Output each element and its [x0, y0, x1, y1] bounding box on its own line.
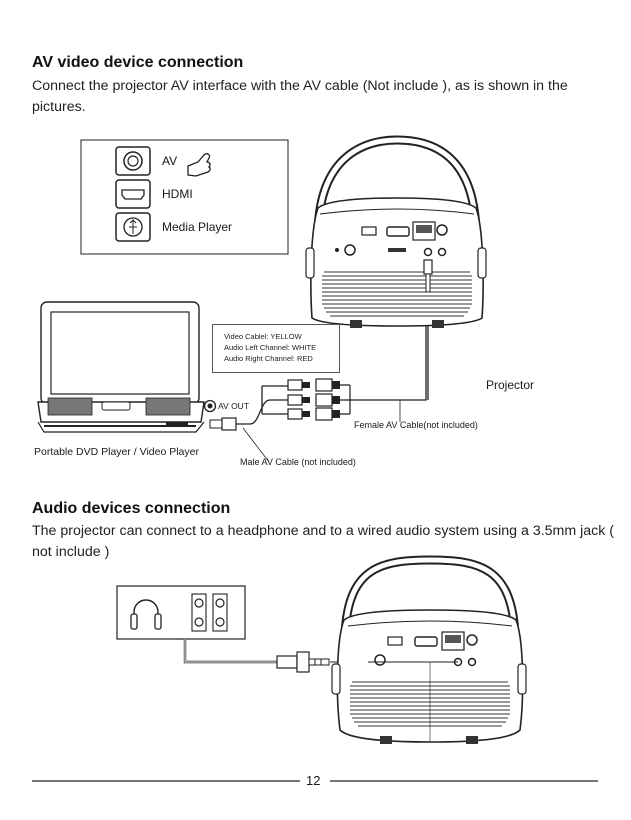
section1-text: Connect the projector AV interface with … [32, 78, 568, 115]
section2-text: The projector can connect to a headphone… [32, 523, 615, 560]
legend-av-label: AV [162, 154, 178, 168]
legend-box [80, 139, 289, 255]
audio-devices-box [116, 585, 246, 640]
legend-hdmi-label: HDMI [162, 187, 193, 201]
speaker-jack-icon [191, 593, 228, 632]
legend-media-player-label: Media Player [162, 220, 233, 234]
usb-media-icon [115, 212, 151, 242]
hand-pointer-icon [187, 153, 211, 177]
dvd-player [37, 301, 217, 433]
hdmi-port-icon [115, 179, 151, 209]
av-out-label: AV OUT [218, 401, 250, 411]
dvd-player-label: Portable DVD Player / Video Player [34, 446, 199, 458]
section2-title: Audio devices connection [32, 500, 231, 517]
cable-info-video: Video Cablel: YELLOW [224, 332, 302, 341]
projector-2 [331, 555, 527, 744]
cable-info-box: Video Cablel: YELLOW Audio Left Channel:… [212, 324, 340, 373]
av-port-icon [115, 146, 151, 176]
female-cable-label: Female AV Cable(not included) [354, 420, 478, 430]
audio-cable [183, 639, 368, 673]
male-av-cable [209, 385, 290, 463]
male-cable-label: Male AV Cable (not included) [240, 457, 356, 467]
projector-label: Projector [486, 378, 535, 392]
av-out-jack-icon [203, 399, 217, 413]
headphone-icon [130, 599, 162, 630]
cable-info-left: Audio Left Channel: WHITE [224, 343, 317, 352]
rca-connectors [287, 292, 429, 422]
page-number: 12 [306, 773, 321, 788]
section1-title: AV video device connection [32, 54, 244, 71]
cable-info-right: Audio Right Channel: RED [224, 354, 313, 363]
projector-1 [305, 135, 487, 328]
